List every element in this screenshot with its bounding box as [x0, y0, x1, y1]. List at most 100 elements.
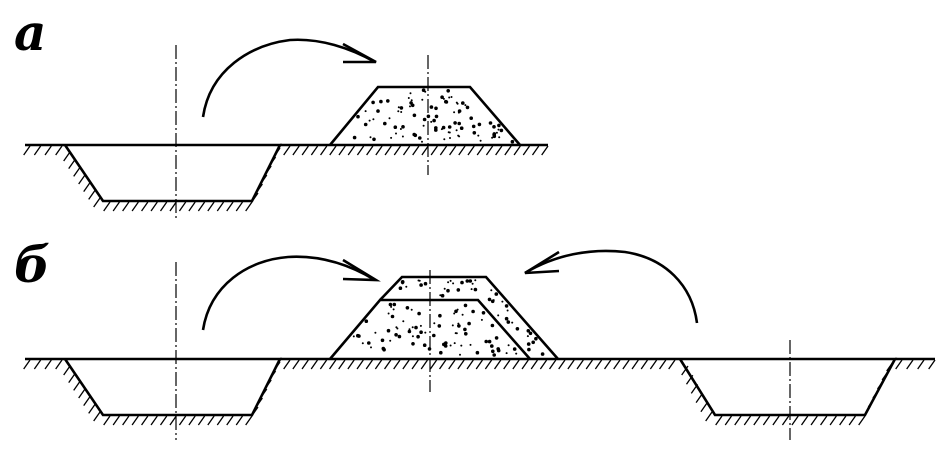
trench-hatch-mark	[68, 159, 76, 170]
ground-hatch-mark	[504, 145, 512, 156]
ground-hatch-mark	[640, 359, 649, 370]
trench-hatch-mark	[886, 361, 894, 372]
trench-hatch-mark	[73, 380, 81, 391]
ground-hatch-mark	[319, 359, 328, 370]
ground-hatch-mark	[338, 359, 346, 370]
soil-dot	[401, 125, 405, 129]
trench-hatch-mark	[197, 415, 206, 426]
soil-dot	[401, 135, 404, 138]
soil-dot	[496, 348, 501, 353]
trench-hatch-mark	[791, 415, 799, 426]
ground-hatch-mark	[292, 359, 300, 370]
soil-dot	[419, 324, 422, 327]
soil-dot	[540, 352, 545, 356]
soil-dot	[437, 324, 442, 328]
ground-hatch-mark	[310, 145, 319, 156]
ground-hatch-mark	[476, 145, 485, 156]
soil-dot	[397, 106, 400, 109]
soil-dot	[481, 311, 486, 315]
soil-dot	[376, 109, 380, 113]
soil-dot	[387, 312, 390, 315]
ground-hatch-mark	[458, 145, 466, 156]
soil-dot	[442, 342, 446, 347]
soil-dot	[418, 279, 421, 282]
ground-hatch-mark	[521, 359, 529, 370]
soil-dot	[379, 99, 383, 104]
ground-hatch-mark	[283, 145, 291, 156]
trench-hatch-mark	[68, 373, 76, 384]
soil-dot	[397, 334, 402, 339]
ground-hatch-mark	[448, 359, 456, 370]
trench-hatch-mark	[820, 415, 828, 426]
trench-hatch-mark	[73, 166, 81, 177]
trench-hatch-mark	[273, 147, 281, 158]
soil-dot	[434, 128, 438, 132]
soil-dot	[422, 124, 425, 127]
soil-dot	[412, 113, 417, 118]
soil-dot	[390, 305, 393, 308]
soil-dot	[515, 352, 518, 355]
soil-dot	[407, 329, 412, 334]
soil-dot	[398, 286, 403, 291]
arrow-a	[201, 38, 376, 118]
trench-hatch-mark	[216, 201, 225, 212]
soil-dot	[369, 136, 372, 139]
ground-hatch-mark	[484, 359, 493, 370]
soil-dot	[393, 125, 398, 129]
ground-hatch-mark	[576, 359, 584, 370]
soil-dot	[364, 319, 369, 324]
soil-dot	[463, 303, 468, 308]
soil-dot	[421, 140, 423, 143]
trench-hatch-mark	[197, 201, 206, 212]
hatch-b	[23, 359, 936, 426]
soil-dot	[479, 139, 482, 142]
soil-dot	[380, 338, 385, 343]
soil-dot	[506, 309, 509, 312]
trench-hatch-mark	[207, 415, 215, 426]
trench-hatch-mark	[273, 361, 281, 372]
soil-dot	[460, 344, 463, 347]
trench-hatch-mark	[255, 183, 263, 194]
soil-dot	[491, 349, 495, 354]
ground-hatch-mark	[301, 145, 309, 156]
part-b	[23, 249, 936, 440]
soil-dot	[419, 283, 423, 287]
trench-hatch-mark	[264, 379, 272, 390]
soil-dot	[473, 287, 478, 292]
trench-hatch-mark	[762, 415, 771, 426]
soil-dot	[411, 335, 414, 338]
soil-dot	[457, 109, 462, 113]
soil-dot	[471, 282, 474, 285]
trench-hatch-mark	[753, 415, 761, 426]
mound-a	[328, 85, 521, 146]
hatch-a	[23, 145, 549, 212]
trench-hatch-mark	[858, 415, 866, 426]
soil-dot	[526, 335, 529, 338]
soil-dot	[417, 311, 421, 316]
soil-dot	[356, 114, 360, 119]
soil-dot	[459, 126, 464, 130]
soil-dot	[413, 133, 418, 138]
trench-hatch-mark	[188, 415, 196, 426]
trench-hatch-mark	[700, 402, 708, 413]
ground-hatch-mark	[375, 145, 383, 156]
trench-hatch-mark	[131, 201, 139, 212]
ground-hatch-mark	[402, 359, 410, 370]
trench-hatch-mark	[690, 384, 699, 394]
trench-hatch-mark	[259, 174, 268, 185]
soil-dot	[399, 106, 404, 110]
ground-hatch-mark	[439, 359, 447, 370]
soil-dot	[457, 322, 460, 325]
ground-hatch-mark	[613, 359, 621, 370]
trench-hatch-mark	[245, 415, 253, 426]
soil-dot	[477, 134, 480, 137]
soil-dot	[447, 131, 450, 134]
trench-hatch-mark	[743, 415, 752, 426]
ground-hatch-mark	[283, 359, 291, 370]
soil-dot	[501, 300, 504, 303]
trench-hatch-mark	[141, 201, 149, 212]
ground-hatch-mark	[412, 145, 420, 156]
soil-dot	[390, 314, 395, 319]
ground-hatch-mark	[55, 145, 63, 156]
